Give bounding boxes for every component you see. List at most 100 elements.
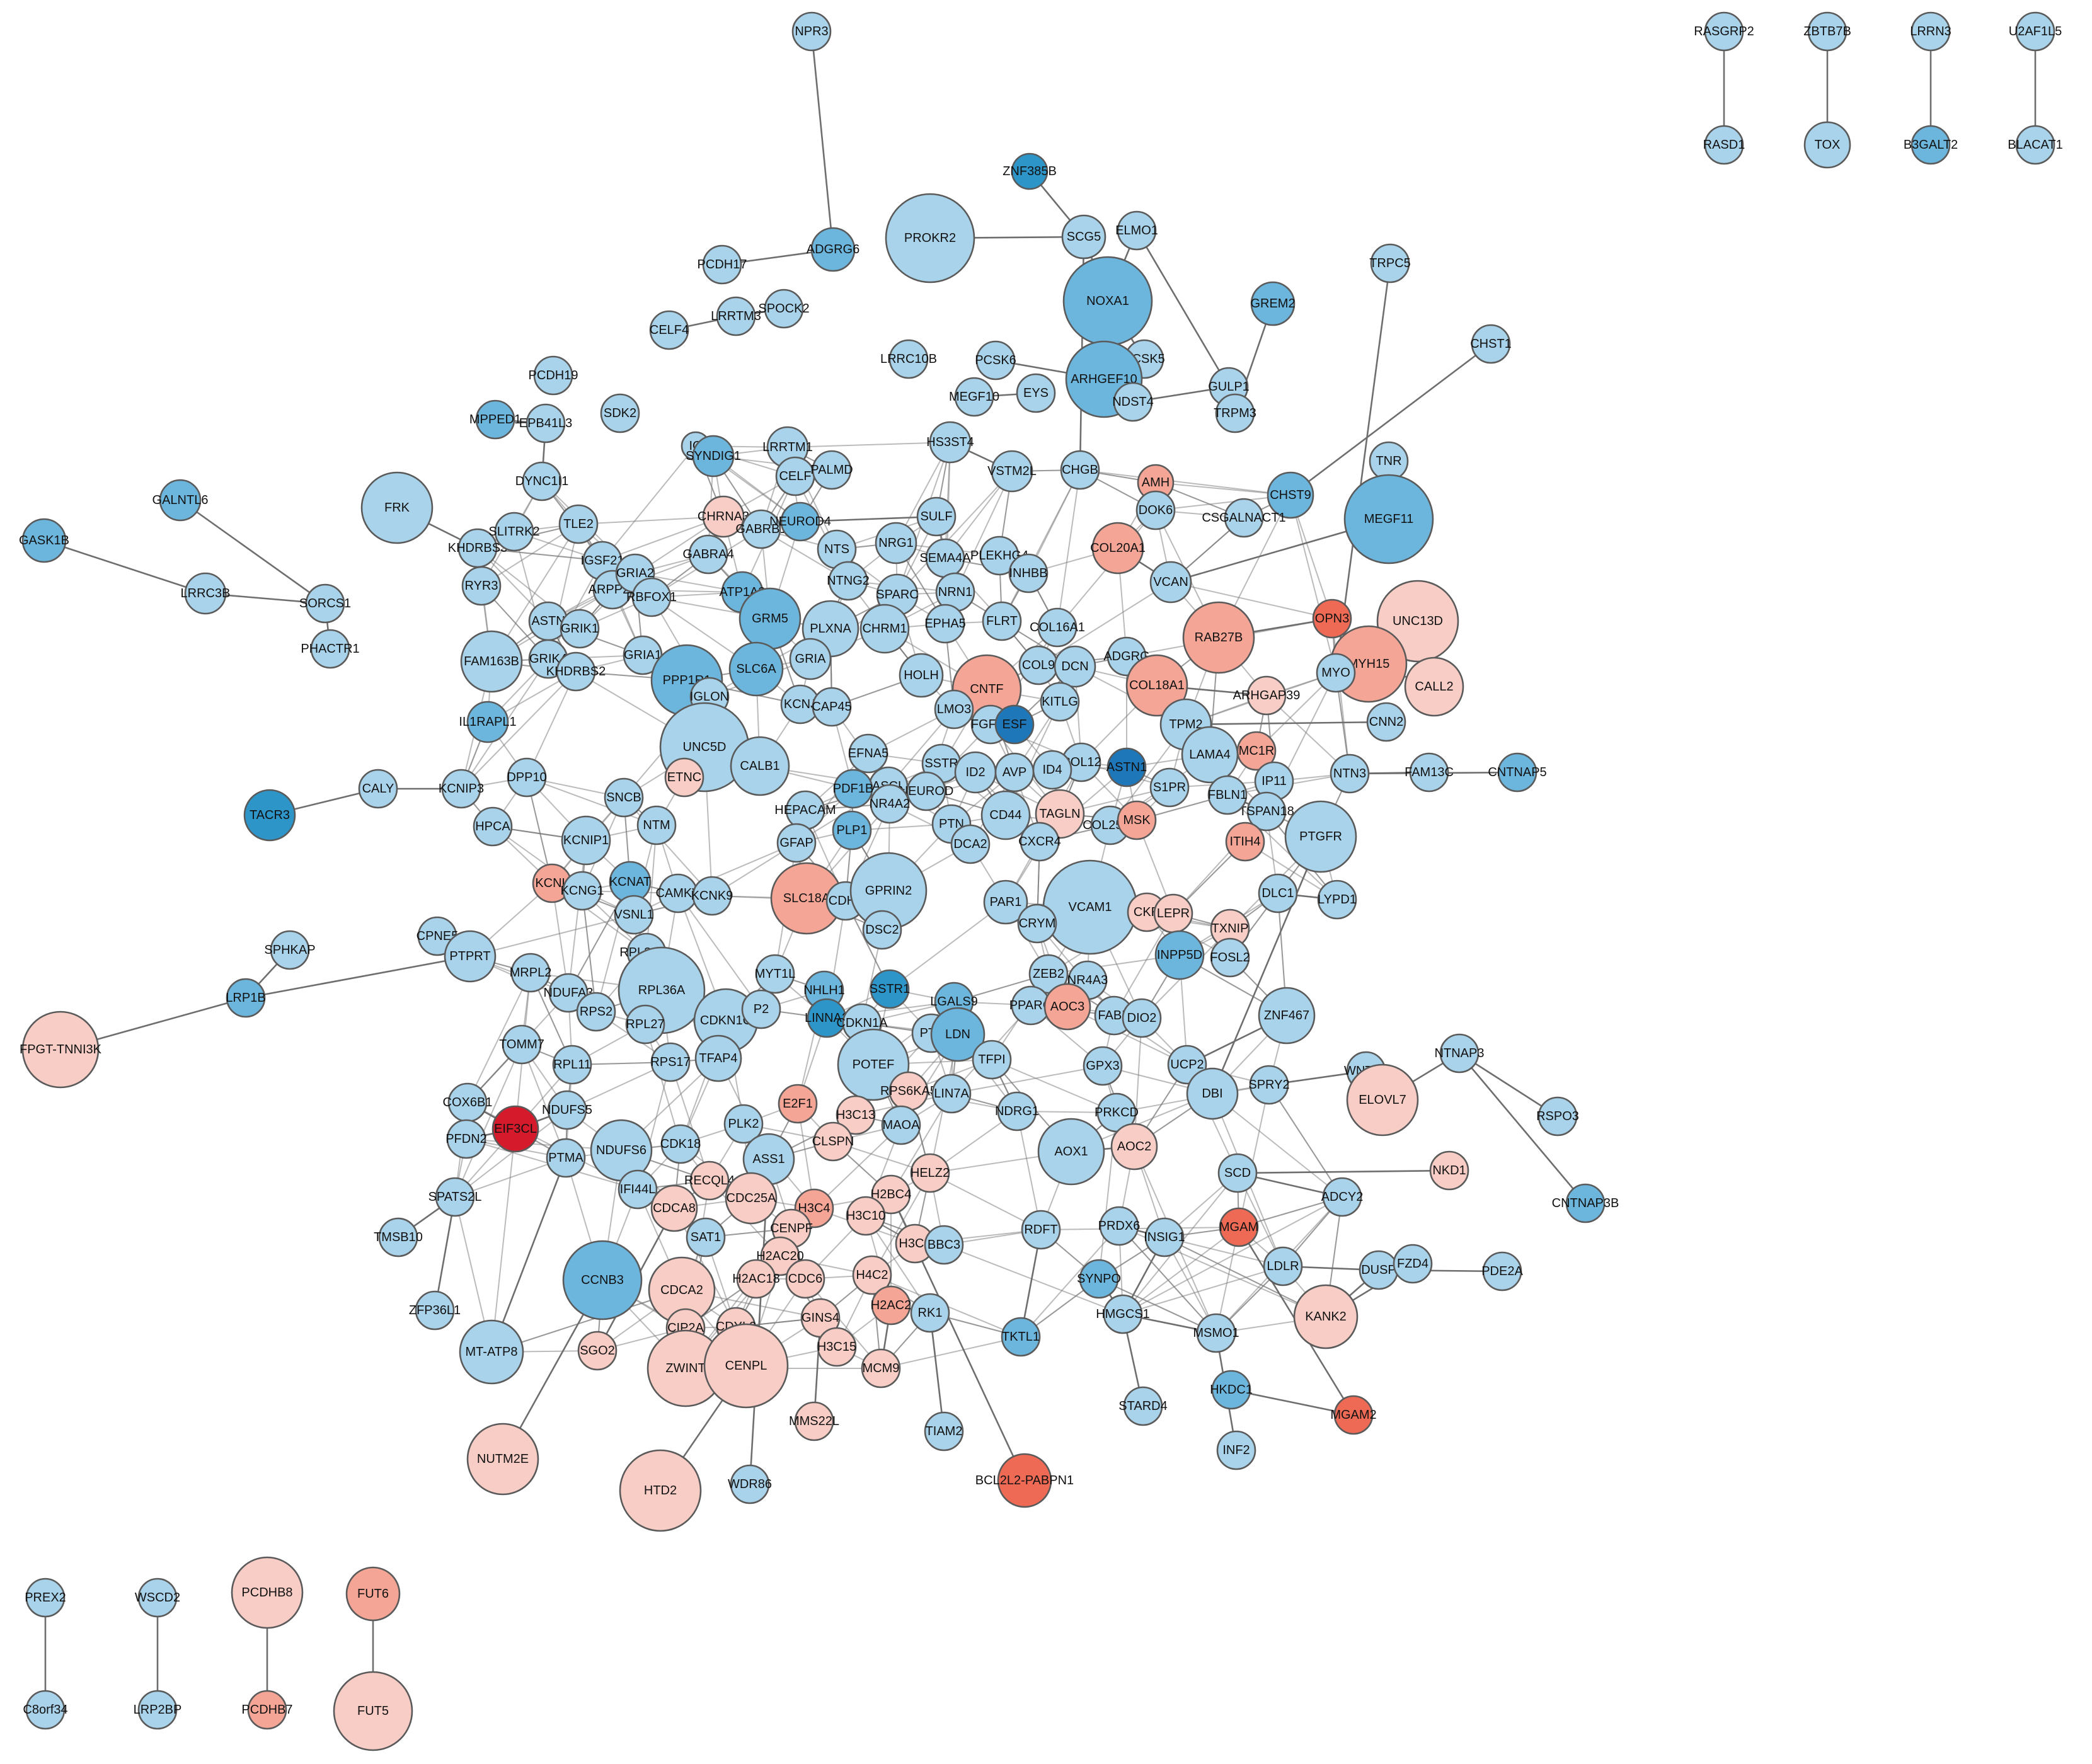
node-circle[interactable]: [789, 638, 832, 680]
node-ntnap3[interactable]: NTNAP3: [1435, 1033, 1485, 1074]
node-circle[interactable]: [631, 577, 672, 617]
node-cdca8[interactable]: CDCA8: [650, 1184, 698, 1232]
node-il1rapl1[interactable]: IL1RAPL1: [459, 701, 517, 743]
node-tomm7[interactable]: TOMM7: [499, 1024, 544, 1065]
node-circle[interactable]: [764, 289, 804, 329]
node-circle[interactable]: [507, 757, 547, 798]
node-circle[interactable]: [1043, 983, 1091, 1031]
node-circle[interactable]: [618, 1169, 658, 1210]
node-circle[interactable]: [875, 522, 917, 564]
node-trpc5[interactable]: TRPC5: [1369, 243, 1411, 284]
node-circle[interactable]: [924, 1411, 964, 1452]
node-gask1b[interactable]: GASK1B: [19, 518, 69, 563]
node-khdrbs2[interactable]: KHDRBS2: [546, 651, 606, 692]
node-circle[interactable]: [982, 601, 1022, 641]
node-nr4a2[interactable]: NR4A2: [870, 784, 910, 824]
node-circle[interactable]: [778, 1084, 818, 1124]
node-circle[interactable]: [1704, 125, 1744, 165]
node-phactr1[interactable]: PHACTR1: [301, 629, 360, 669]
node-circle[interactable]: [1293, 1284, 1359, 1349]
node-circle[interactable]: [1236, 731, 1277, 771]
node-circle[interactable]: [137, 1578, 178, 1618]
node-epha5[interactable]: EPHA5: [924, 604, 966, 644]
node-pcsk6[interactable]: PCSK6: [975, 340, 1016, 381]
node-circle[interactable]: [916, 496, 957, 537]
node-lmo3[interactable]: LMO3: [934, 689, 974, 730]
node-circle[interactable]: [780, 501, 820, 542]
node-plk2[interactable]: PLK2: [723, 1104, 764, 1144]
node-circle[interactable]: [533, 355, 573, 396]
node-circle[interactable]: [836, 1095, 876, 1135]
node-circle[interactable]: [576, 992, 616, 1032]
node-astn[interactable]: ASTN: [528, 601, 568, 641]
node-msk[interactable]: MSK: [1117, 800, 1157, 840]
node-circle[interactable]: [1330, 753, 1370, 794]
node-circle[interactable]: [931, 1074, 972, 1114]
node-ifi44l[interactable]: IFI44L: [618, 1169, 658, 1210]
node-circle[interactable]: [1186, 1067, 1239, 1120]
node-circle[interactable]: [494, 512, 534, 552]
node-celf4[interactable]: CELF4: [649, 310, 689, 350]
node-circle[interactable]: [1316, 653, 1356, 693]
node-hkdc1[interactable]: HKDC1: [1210, 1370, 1253, 1410]
node-grik1[interactable]: GRIK1: [560, 609, 600, 649]
node-sulf[interactable]: SULF: [916, 496, 957, 537]
node-circle[interactable]: [378, 1217, 418, 1257]
node-neurod[interactable]: NEUROD: [899, 771, 954, 811]
node-grem2[interactable]: GREM2: [1250, 281, 1296, 326]
node-plp1[interactable]: PLP1: [832, 810, 872, 850]
node-gins4[interactable]: GINS4: [800, 1298, 841, 1338]
node-circle[interactable]: [688, 534, 728, 575]
node-circle[interactable]: [692, 876, 732, 916]
node-cntnap3b[interactable]: CNTNAP3B: [1552, 1183, 1619, 1223]
node-circle[interactable]: [852, 1255, 892, 1295]
node-eys[interactable]: EYS: [1016, 373, 1056, 413]
node-calb1[interactable]: CALB1: [730, 736, 790, 796]
node-circle[interactable]: [1439, 1033, 1480, 1074]
node-tfap4[interactable]: TFAP4: [694, 1034, 742, 1082]
node-nrg1[interactable]: NRG1: [875, 522, 917, 564]
node-circle[interactable]: [859, 604, 910, 654]
node-circle[interactable]: [510, 953, 551, 993]
node-ldn[interactable]: LDN: [930, 1007, 986, 1062]
node-circle[interactable]: [871, 1174, 911, 1215]
node-kcnl[interactable]: KCNL: [532, 863, 572, 903]
node-tfpi[interactable]: TFPI: [972, 1040, 1012, 1080]
node-neurod4[interactable]: NEUROD4: [769, 501, 831, 542]
node-galntl6[interactable]: GALNTL6: [152, 479, 209, 522]
node-dsc2[interactable]: DSC2: [862, 910, 902, 950]
node-circle[interactable]: [1215, 393, 1255, 433]
node-circle[interactable]: [1001, 1317, 1041, 1357]
node-holh[interactable]: HOLH: [899, 653, 944, 698]
node-h3c8[interactable]: H3C8: [895, 1223, 935, 1264]
node-circle[interactable]: [1263, 1246, 1303, 1286]
node-circle[interactable]: [870, 969, 910, 1009]
node-id2[interactable]: ID2: [954, 751, 997, 794]
node-circle[interactable]: [1196, 1313, 1236, 1353]
node-rk1[interactable]: RK1: [910, 1293, 950, 1333]
node-pparg[interactable]: PPARG: [1009, 985, 1053, 1026]
node-circle[interactable]: [1482, 1251, 1522, 1292]
node-lypd1[interactable]: LYPD1: [1317, 879, 1357, 920]
node-circle[interactable]: [548, 973, 589, 1013]
node-gprin2[interactable]: GPRIN2: [849, 852, 928, 930]
node-circle[interactable]: [736, 1259, 776, 1299]
node-vsnl1[interactable]: VSNL1: [614, 895, 654, 935]
node-znf385b[interactable]: ZNF385B: [1003, 152, 1057, 190]
node-crym[interactable]: CRYM: [1017, 903, 1057, 944]
node-circle[interactable]: [1429, 1150, 1469, 1191]
node-circle[interactable]: [741, 509, 781, 549]
node-rasgrp2[interactable]: RASGRP2: [1694, 11, 1754, 52]
node-circle[interactable]: [310, 629, 350, 669]
node-circle[interactable]: [899, 653, 944, 698]
node-circle[interactable]: [1106, 747, 1147, 788]
node-circle[interactable]: [1079, 1259, 1119, 1299]
node-mc1r[interactable]: MC1R: [1236, 731, 1277, 771]
node-u2af1l5[interactable]: U2AF1L5: [2009, 11, 2062, 52]
node-circle[interactable]: [1322, 1177, 1362, 1217]
node-circle[interactable]: [833, 769, 873, 809]
node-kank2[interactable]: KANK2: [1293, 1284, 1359, 1349]
node-circle[interactable]: [25, 1690, 66, 1730]
node-circle[interactable]: [885, 193, 975, 284]
node-circle[interactable]: [1312, 598, 1352, 639]
